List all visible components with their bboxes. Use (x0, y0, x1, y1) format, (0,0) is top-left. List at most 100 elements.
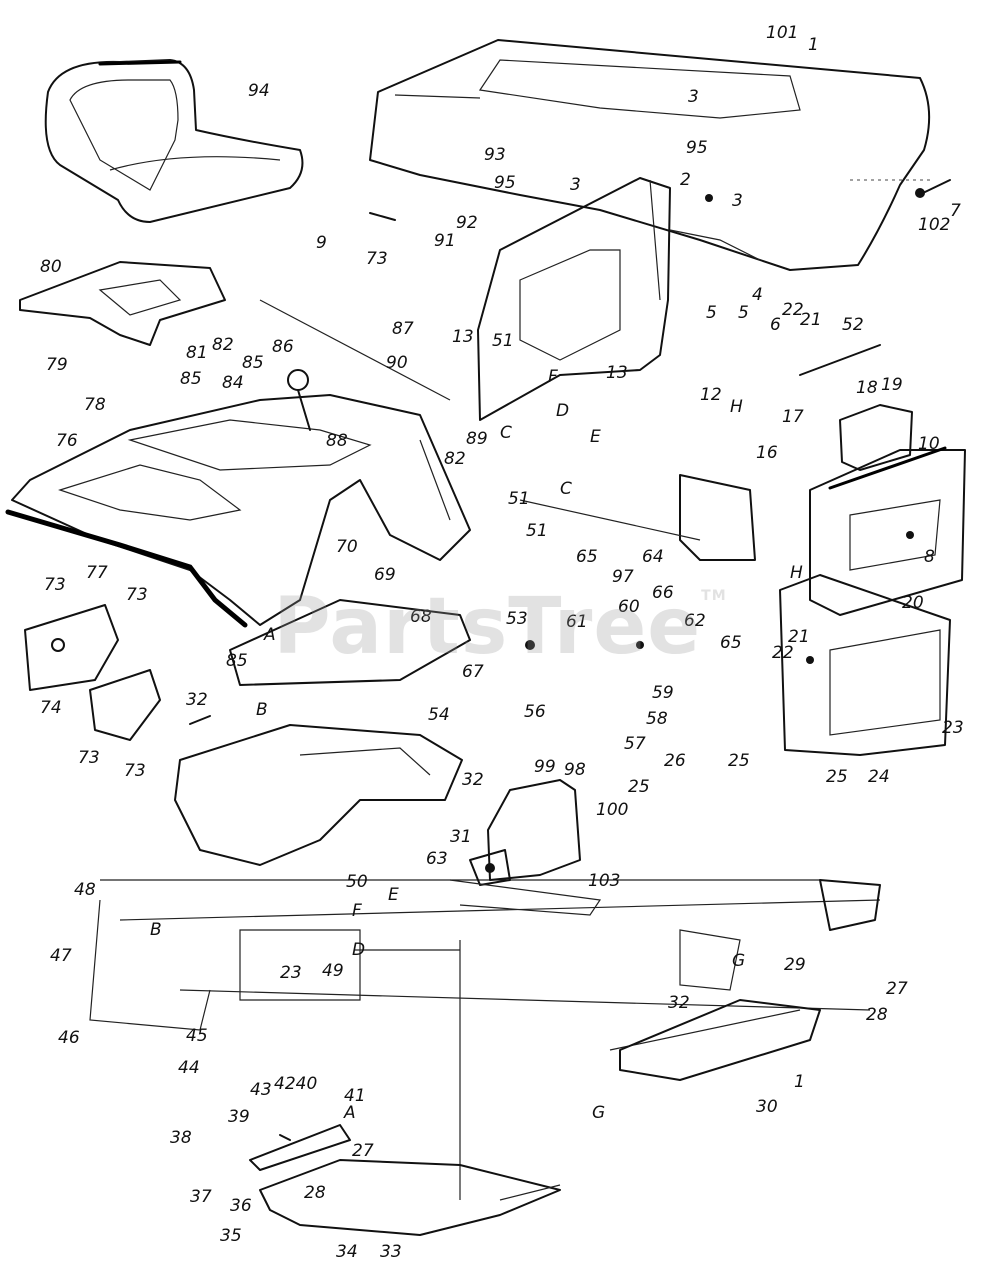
callout-85a: 85 (242, 353, 264, 373)
callout-78: 78 (84, 395, 106, 415)
callout-19: 19 (881, 375, 903, 395)
callout-B1: B (256, 700, 268, 720)
callout-35: 35 (220, 1226, 242, 1246)
callout-93: 93 (484, 145, 506, 165)
callout-3a: 3 (688, 87, 699, 107)
callout-90: 90 (386, 353, 408, 373)
callout-27a: 27 (886, 979, 908, 999)
callout-6: 6 (770, 315, 781, 335)
center-plate-part (229, 599, 471, 686)
callout-E1: E (590, 427, 601, 447)
callout-51c: 51 (526, 521, 548, 541)
callout-24: 24 (868, 767, 890, 787)
callout-53: 53 (506, 609, 528, 629)
callout-77: 77 (86, 563, 108, 583)
callout-91: 91 (434, 231, 456, 251)
callout-E2: E (388, 885, 399, 905)
callout-74: 74 (40, 698, 62, 718)
callout-1: 1 (808, 35, 819, 55)
shift-lever-part (259, 299, 451, 431)
callout-H2: H (790, 563, 803, 583)
callout-62: 62 (684, 611, 706, 631)
callout-A1: A (263, 625, 276, 645)
callout-D2: D (352, 940, 365, 960)
callout-30: 30 (756, 1097, 778, 1117)
callout-67: 67 (462, 662, 484, 682)
callout-56: 56 (524, 702, 546, 722)
callout-99: 99 (534, 757, 556, 777)
wire-harness-part (799, 344, 881, 376)
callout-57: 57 (624, 734, 646, 754)
callout-94: 94 (248, 81, 270, 101)
callout-A2: A (343, 1103, 356, 1123)
callout-73a: 73 (366, 249, 388, 269)
callout-51a: 51 (492, 331, 514, 351)
right-panel-part (779, 446, 966, 756)
callout-63: 63 (426, 849, 448, 869)
callout-8: 8 (924, 547, 935, 567)
callout-45: 45 (186, 1026, 208, 1046)
callout-31: 31 (450, 827, 472, 847)
callout-85c: 85 (226, 651, 248, 671)
callout-95a: 95 (686, 138, 708, 158)
callout-32a: 32 (186, 690, 208, 710)
control-plate-part (519, 474, 756, 561)
callout-69: 69 (374, 565, 396, 585)
callout-25c: 25 (826, 767, 848, 787)
callout-27b: 27 (352, 1141, 374, 1161)
callout-52: 52 (842, 315, 864, 335)
callout-F1: F (548, 367, 558, 387)
footrest-part (249, 1124, 561, 1236)
callout-80: 80 (40, 257, 62, 277)
callout-3b: 3 (570, 175, 581, 195)
callout-16: 16 (756, 443, 778, 463)
callout-5a: 5 (706, 303, 717, 323)
callout-4240: 4240 (274, 1074, 317, 1094)
frame-part (100, 879, 881, 1081)
callout-58: 58 (646, 709, 668, 729)
callout-13b: 13 (606, 363, 628, 383)
lower-body-part (89, 899, 461, 1200)
callout-102: 102 (918, 215, 950, 235)
callout-76: 76 (56, 431, 78, 451)
callout-73e: 73 (124, 761, 146, 781)
seat-part (44, 59, 304, 223)
callout-61: 61 (566, 612, 588, 632)
callout-36: 36 (230, 1196, 252, 1216)
callout-65b: 65 (720, 633, 742, 653)
callout-20: 20 (902, 593, 924, 613)
callout-73b: 73 (44, 575, 66, 595)
callout-H1: H (730, 397, 743, 417)
battery-part (839, 404, 913, 471)
callout-46: 46 (58, 1028, 80, 1048)
callout-37: 37 (190, 1187, 212, 1207)
callout-68: 68 (410, 607, 432, 627)
side-bracket-part (24, 604, 161, 741)
callout-103: 103 (588, 871, 620, 891)
callout-85b: 85 (180, 369, 202, 389)
callout-18: 18 (856, 378, 878, 398)
callout-22a: 22 (782, 300, 804, 320)
tank-part (174, 724, 463, 866)
callout-9: 9 (316, 233, 327, 253)
callout-44: 44 (178, 1058, 200, 1078)
callout-29: 29 (784, 955, 806, 975)
callout-92: 92 (456, 213, 478, 233)
callout-28a: 28 (866, 1005, 888, 1025)
callout-25b: 25 (628, 777, 650, 797)
callout-49: 49 (322, 961, 344, 981)
callout-59: 59 (652, 683, 674, 703)
callout-88: 88 (326, 431, 348, 451)
callout-2: 2 (680, 170, 691, 190)
callout-50: 50 (346, 872, 368, 892)
callout-100: 100 (596, 800, 628, 820)
callout-C2: C (560, 479, 572, 499)
callout-73d: 73 (78, 748, 100, 768)
callout-23a: 23 (942, 718, 964, 738)
callout-48: 48 (74, 880, 96, 900)
callout-97: 97 (612, 567, 634, 587)
callout-47: 47 (50, 946, 72, 966)
callout-89: 89 (466, 429, 488, 449)
callout-81: 81 (186, 343, 208, 363)
